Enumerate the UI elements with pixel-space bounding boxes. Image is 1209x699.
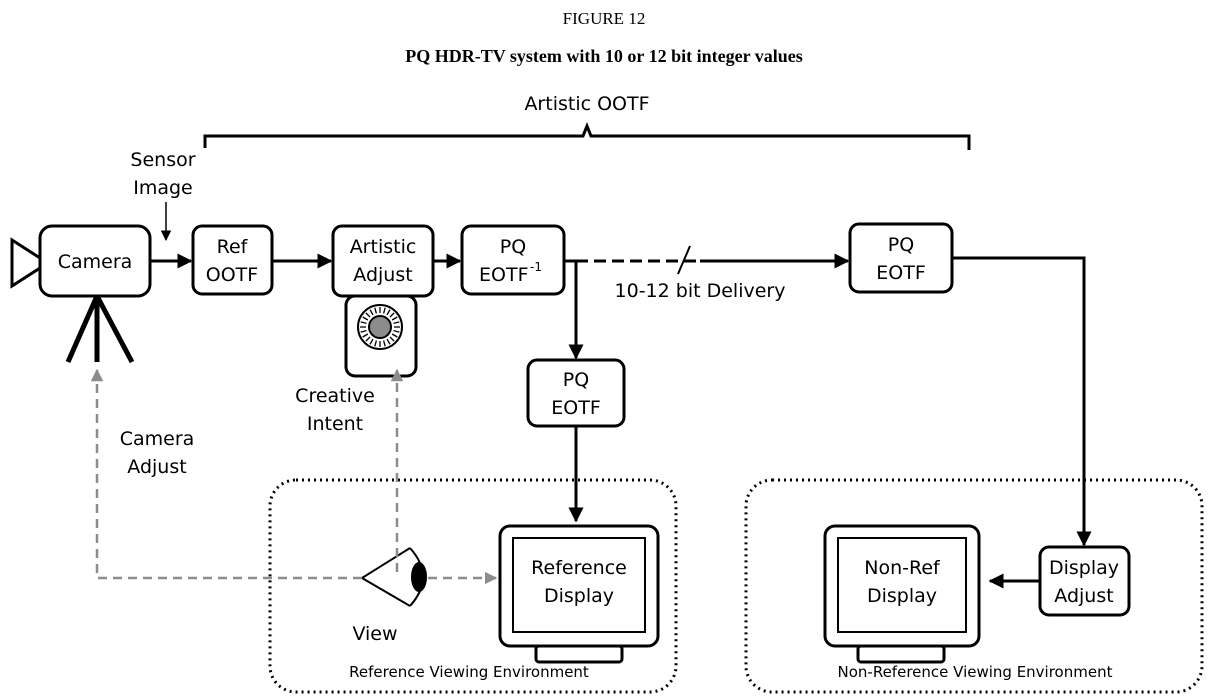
sensor-label-line2: Image — [133, 177, 193, 199]
camera-icon — [10, 224, 152, 364]
non-reference-viewing-environment — [744, 478, 1204, 694]
pq-eotf-delivery-line2: EOTF — [876, 262, 926, 284]
creative-intent-line1: Creative — [295, 385, 375, 407]
reference-viewing-environment — [268, 478, 678, 694]
reference-display-monitor — [498, 524, 660, 664]
reference-environment-label: Reference Viewing Environment — [349, 663, 589, 681]
artistic-ootf-brace — [203, 121, 971, 150]
reference-display-line2: Display — [544, 585, 614, 607]
artistic-ootf-label: Artistic OOTF — [524, 93, 649, 115]
camera-adjust-line1: Camera — [120, 428, 195, 450]
display-adjust-line1: Display — [1049, 557, 1119, 579]
artistic-adjust-line1: Artistic — [350, 236, 417, 258]
display-adjust-line2: Adjust — [1054, 585, 1113, 607]
view-label: View — [352, 623, 397, 645]
ref-ootf-line2: OOTF — [206, 264, 258, 286]
camera-label: Camera — [58, 251, 133, 273]
eye-icon — [360, 547, 427, 607]
creative-intent-line2: Intent — [307, 413, 363, 435]
non-reference-display-monitor — [823, 524, 981, 664]
non-reference-display-line2: Display — [867, 585, 937, 607]
pq-inverse-to-pq-eotf-arrow — [564, 259, 584, 360]
reference-display-line1: Reference — [531, 557, 627, 579]
pq-inverse-eotf-line1: PQ — [500, 236, 526, 258]
pq-eotf-delivery-line1: PQ — [888, 234, 914, 256]
pq-inverse-eotf-base: EOTF — [479, 264, 529, 286]
pq-eotf-ref-line1: PQ — [563, 369, 589, 391]
pq-inverse-eotf-superscript: -1 — [530, 260, 542, 274]
ref-ootf-line1: Ref — [217, 236, 249, 258]
delivery-label: 10-12 bit Delivery — [615, 280, 786, 302]
artistic-adjust-line2: Adjust — [353, 264, 412, 286]
figure-number: FIGURE 12 — [563, 9, 646, 28]
sensor-label-line1: Sensor — [130, 149, 195, 171]
camera-adjust-line2: Adjust — [127, 456, 186, 478]
non-reference-display-line1: Non-Ref — [864, 557, 941, 579]
pq-eotf-ref-line2: EOTF — [551, 397, 601, 419]
pq-eotf-to-display-adjust-arrow — [952, 256, 1092, 547]
figure-title: PQ HDR-TV system with 10 or 12 bit integ… — [405, 46, 803, 66]
bitdepth-slash — [677, 245, 691, 275]
adjust-knob-icon — [357, 304, 403, 350]
non-reference-environment-label: Non-Reference Viewing Environment — [838, 663, 1113, 681]
